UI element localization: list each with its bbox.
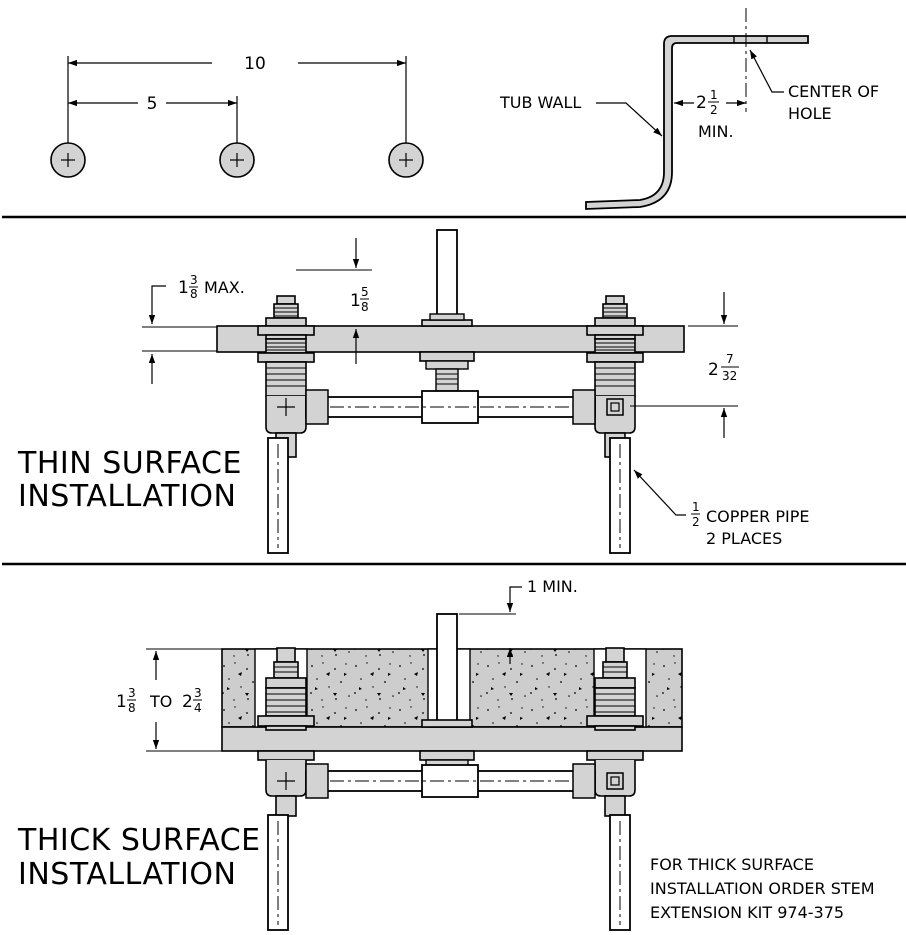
thick-spout-tube bbox=[419, 613, 475, 769]
thin-title-line1: THIN SURFACE bbox=[17, 446, 242, 481]
thick-pipe-left bbox=[267, 814, 289, 931]
thick-surface-section: 1 MIN. 1 3 8 TO 2 3 4 THICK SURFACE INST… bbox=[17, 577, 875, 931]
setback-whole: 2 bbox=[696, 93, 707, 113]
thin-elbow-right bbox=[606, 398, 624, 416]
thick-range-num1: 3 bbox=[128, 686, 136, 700]
thin-elbow-left bbox=[277, 398, 295, 416]
stem-kit-note-line2: INSTALLATION ORDER STEM bbox=[650, 879, 875, 898]
thin-max-arrow-top bbox=[148, 285, 166, 324]
tub-wall-profile bbox=[585, 35, 809, 210]
setback-den: 2 bbox=[710, 103, 718, 117]
thin-max-whole: 1 bbox=[178, 278, 189, 298]
thin-stem-den: 8 bbox=[361, 300, 369, 314]
thin-valve-right bbox=[586, 295, 644, 458]
thick-range-whole1: 1 bbox=[116, 692, 127, 712]
thick-pipe-right bbox=[609, 814, 631, 931]
center-hole-leader bbox=[749, 49, 784, 93]
copper-pipe-places: 2 PLACES bbox=[706, 529, 782, 548]
thick-elbow-left bbox=[277, 772, 295, 790]
mounting-hole-left bbox=[50, 142, 86, 178]
mounting-hole-right bbox=[388, 142, 424, 178]
thin-max-suffix: MAX. bbox=[204, 278, 245, 297]
thin-stem-num: 5 bbox=[361, 285, 369, 299]
thin-spout-tube bbox=[419, 229, 475, 392]
thick-range-whole2: 2 bbox=[182, 692, 193, 712]
thin-cross-pipe bbox=[305, 389, 596, 425]
copper-pipe-label: COPPER PIPE bbox=[706, 507, 810, 526]
mounting-hole-center bbox=[219, 142, 255, 178]
pipe-frac-den: 2 bbox=[692, 515, 700, 529]
stem-kit-note-line1: FOR THICK SURFACE bbox=[650, 855, 814, 874]
pipe-frac-num: 1 bbox=[692, 500, 700, 514]
thin-surface-section: 1 3 8 MAX. 1 5 8 2 7 32 THIN SURFACE INS… bbox=[17, 229, 810, 554]
center-hole-line2: HOLE bbox=[788, 104, 832, 123]
center-hole-line1: CENTER OF bbox=[788, 82, 879, 101]
thin-stem-whole: 1 bbox=[350, 291, 361, 311]
thick-range-den1: 8 bbox=[128, 701, 136, 715]
tub-wall-detail: TUB WALL 2 1 2 MIN. CENTER OF HOLE bbox=[499, 8, 879, 210]
thick-deck-base bbox=[221, 726, 683, 752]
thick-min-arrow bbox=[506, 586, 522, 612]
setback-min-label: MIN. bbox=[698, 122, 734, 141]
tub-wall-leader bbox=[596, 102, 663, 137]
thick-range-num2: 3 bbox=[194, 686, 202, 700]
thick-elbow-right bbox=[606, 772, 624, 790]
thin-depth-whole: 2 bbox=[708, 360, 719, 380]
thin-depth-num: 7 bbox=[726, 352, 734, 366]
thin-max-den: 8 bbox=[190, 287, 198, 301]
setback-num: 1 bbox=[710, 88, 718, 102]
thick-title-line1: THICK SURFACE bbox=[17, 823, 261, 858]
thick-range-to: TO bbox=[149, 692, 172, 711]
copper-pipe-leader bbox=[633, 469, 686, 516]
tub-wall-label: TUB WALL bbox=[499, 93, 581, 112]
thin-pipe-right bbox=[609, 437, 631, 554]
thick-range-den2: 4 bbox=[194, 701, 202, 715]
stem-kit-note-line3: EXTENSION KIT 974-375 bbox=[650, 903, 844, 922]
hole-layout: 10 5 bbox=[50, 54, 424, 178]
thin-max-num: 3 bbox=[190, 273, 198, 287]
thick-cross-pipe bbox=[305, 763, 596, 799]
thick-min-label: 1 MIN. bbox=[527, 577, 578, 596]
thick-title-line2: INSTALLATION bbox=[18, 857, 236, 892]
dim-5-label: 5 bbox=[147, 94, 158, 114]
thin-pipe-left bbox=[267, 437, 289, 554]
thin-title-line2: INSTALLATION bbox=[18, 479, 236, 514]
thin-depth-den: 32 bbox=[722, 369, 737, 383]
dim-10-label: 10 bbox=[244, 54, 266, 74]
thin-valve-left bbox=[257, 295, 315, 458]
thick-valve-right bbox=[586, 647, 644, 817]
